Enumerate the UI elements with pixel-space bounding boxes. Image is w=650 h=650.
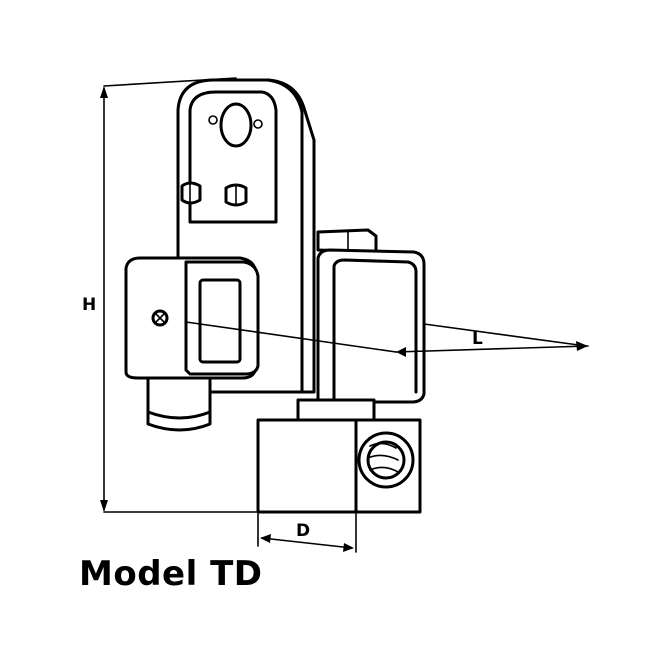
dimension-lines	[100, 77, 589, 553]
connector-plug	[124, 256, 260, 432]
dimension-d-label: D	[296, 521, 310, 541]
solenoid-coil	[316, 228, 426, 404]
model-caption: Model TD	[79, 554, 263, 594]
dimension-h-label: H	[82, 295, 96, 315]
valve-body	[256, 398, 422, 514]
dimension-l-label: L	[472, 329, 483, 349]
